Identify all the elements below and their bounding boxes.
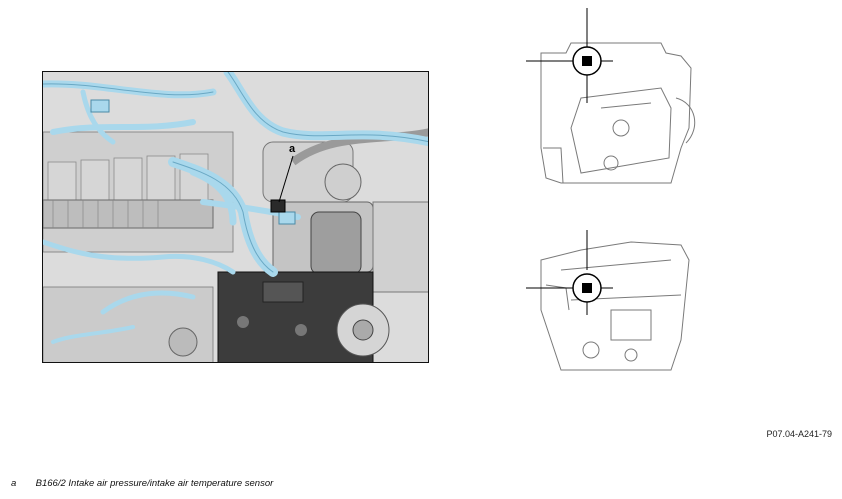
locator-top-view bbox=[521, 8, 721, 193]
legend-item: a B166/2 Intake air pressure/intake air … bbox=[11, 478, 273, 489]
locator-side-view bbox=[521, 230, 721, 380]
engine-illustration bbox=[42, 71, 429, 363]
legend-text: B166/2 Intake air pressure/intake air te… bbox=[35, 478, 274, 489]
legend-key: a bbox=[11, 478, 17, 489]
callout-a-label: a bbox=[289, 143, 296, 155]
figure-code: P07.04-A241-79 bbox=[766, 429, 832, 439]
